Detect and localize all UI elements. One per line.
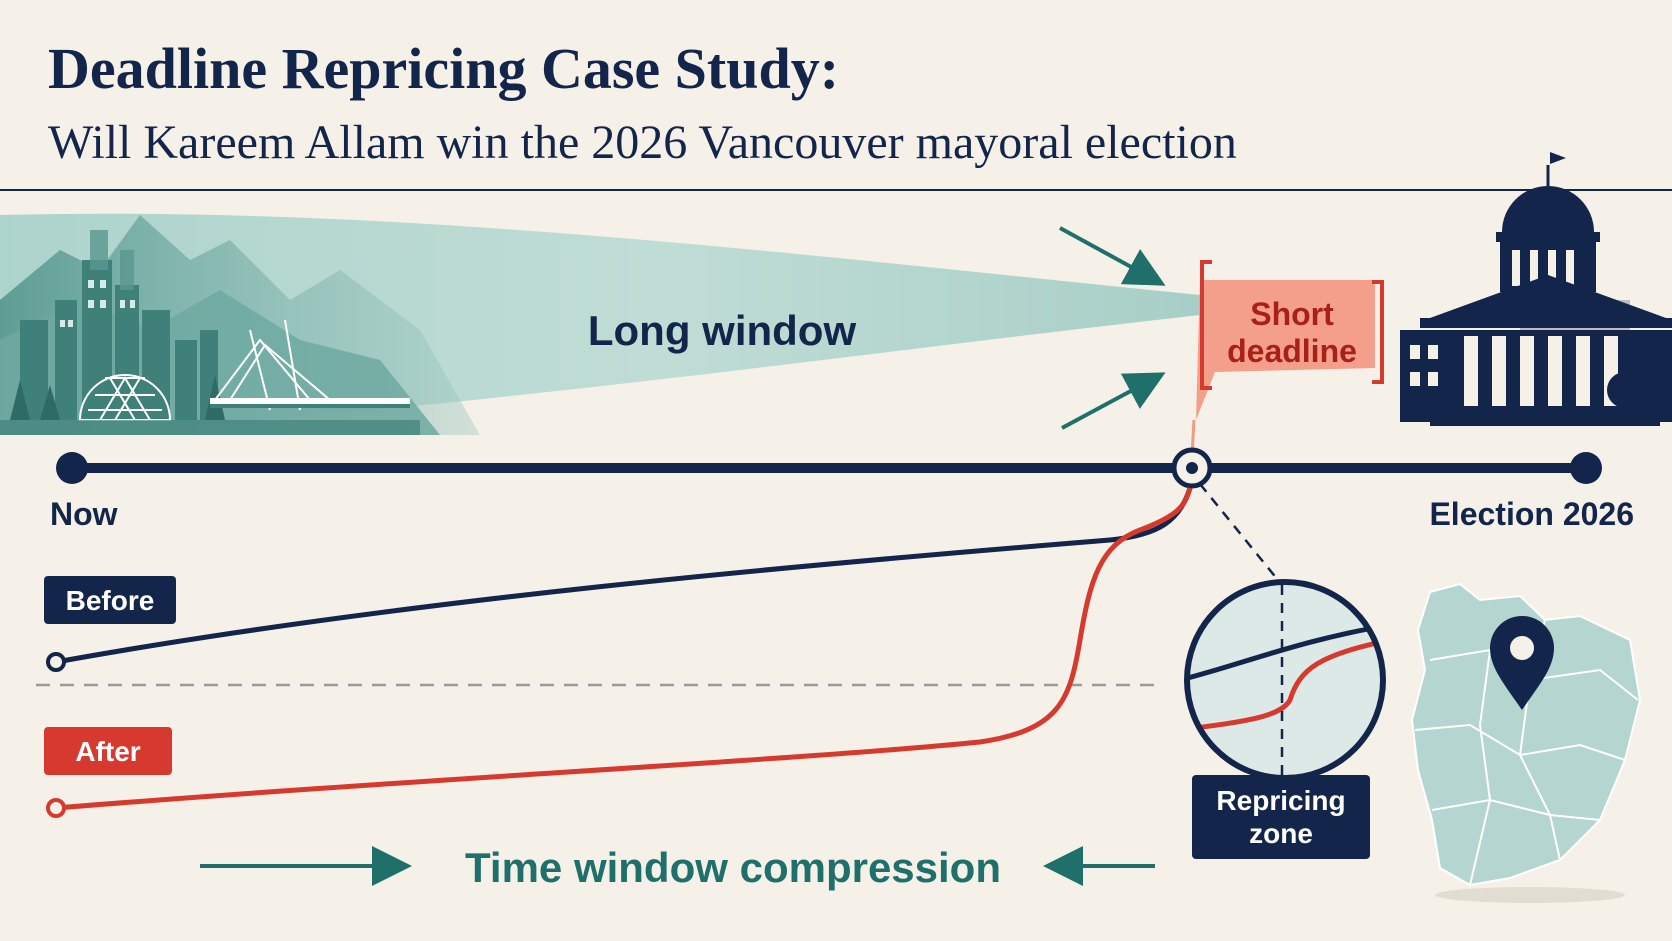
after-badge-label: After <box>75 736 140 767</box>
lens-connector <box>1199 483 1283 586</box>
page-subtitle: Will Kareem Allam win the 2026 Vancouver… <box>48 116 1237 169</box>
repricing-zone-label-1: Repricing <box>1216 785 1345 816</box>
before-badge <box>44 576 176 624</box>
before-curve <box>55 487 1193 665</box>
city-skyline-icon <box>0 215 480 435</box>
short-deadline-label-2: deadline <box>1227 333 1357 369</box>
repricing-zone-label-2: zone <box>1249 818 1313 849</box>
before-start-dot <box>46 652 66 672</box>
page-title: Deadline Repricing Case Study: <box>48 36 839 101</box>
map-pin-icon <box>1490 616 1554 710</box>
after-badge <box>44 727 172 775</box>
converge-arrow-top <box>1059 226 1166 286</box>
short-deadline-label-1: Short <box>1250 296 1334 332</box>
city-hall-icon <box>1400 152 1672 426</box>
short-deadline-flag <box>1190 260 1384 457</box>
before-badge-label: Before <box>66 585 155 616</box>
long-window-label: Long window <box>588 307 857 354</box>
timeline-election-label: Election 2026 <box>1429 496 1634 532</box>
compression-label: Time window compression <box>465 844 1001 891</box>
deadline-marker-center <box>1186 462 1198 474</box>
timeline-end-dot <box>1570 452 1602 484</box>
after-curve <box>55 487 1193 811</box>
timeline-now-label: Now <box>50 496 118 532</box>
after-start-dot <box>46 798 66 818</box>
repricing-zone-box <box>1192 775 1370 859</box>
timeline-start-dot <box>56 452 88 484</box>
magnifier-icon <box>1184 579 1386 781</box>
converge-arrow-bottom <box>1061 372 1166 430</box>
